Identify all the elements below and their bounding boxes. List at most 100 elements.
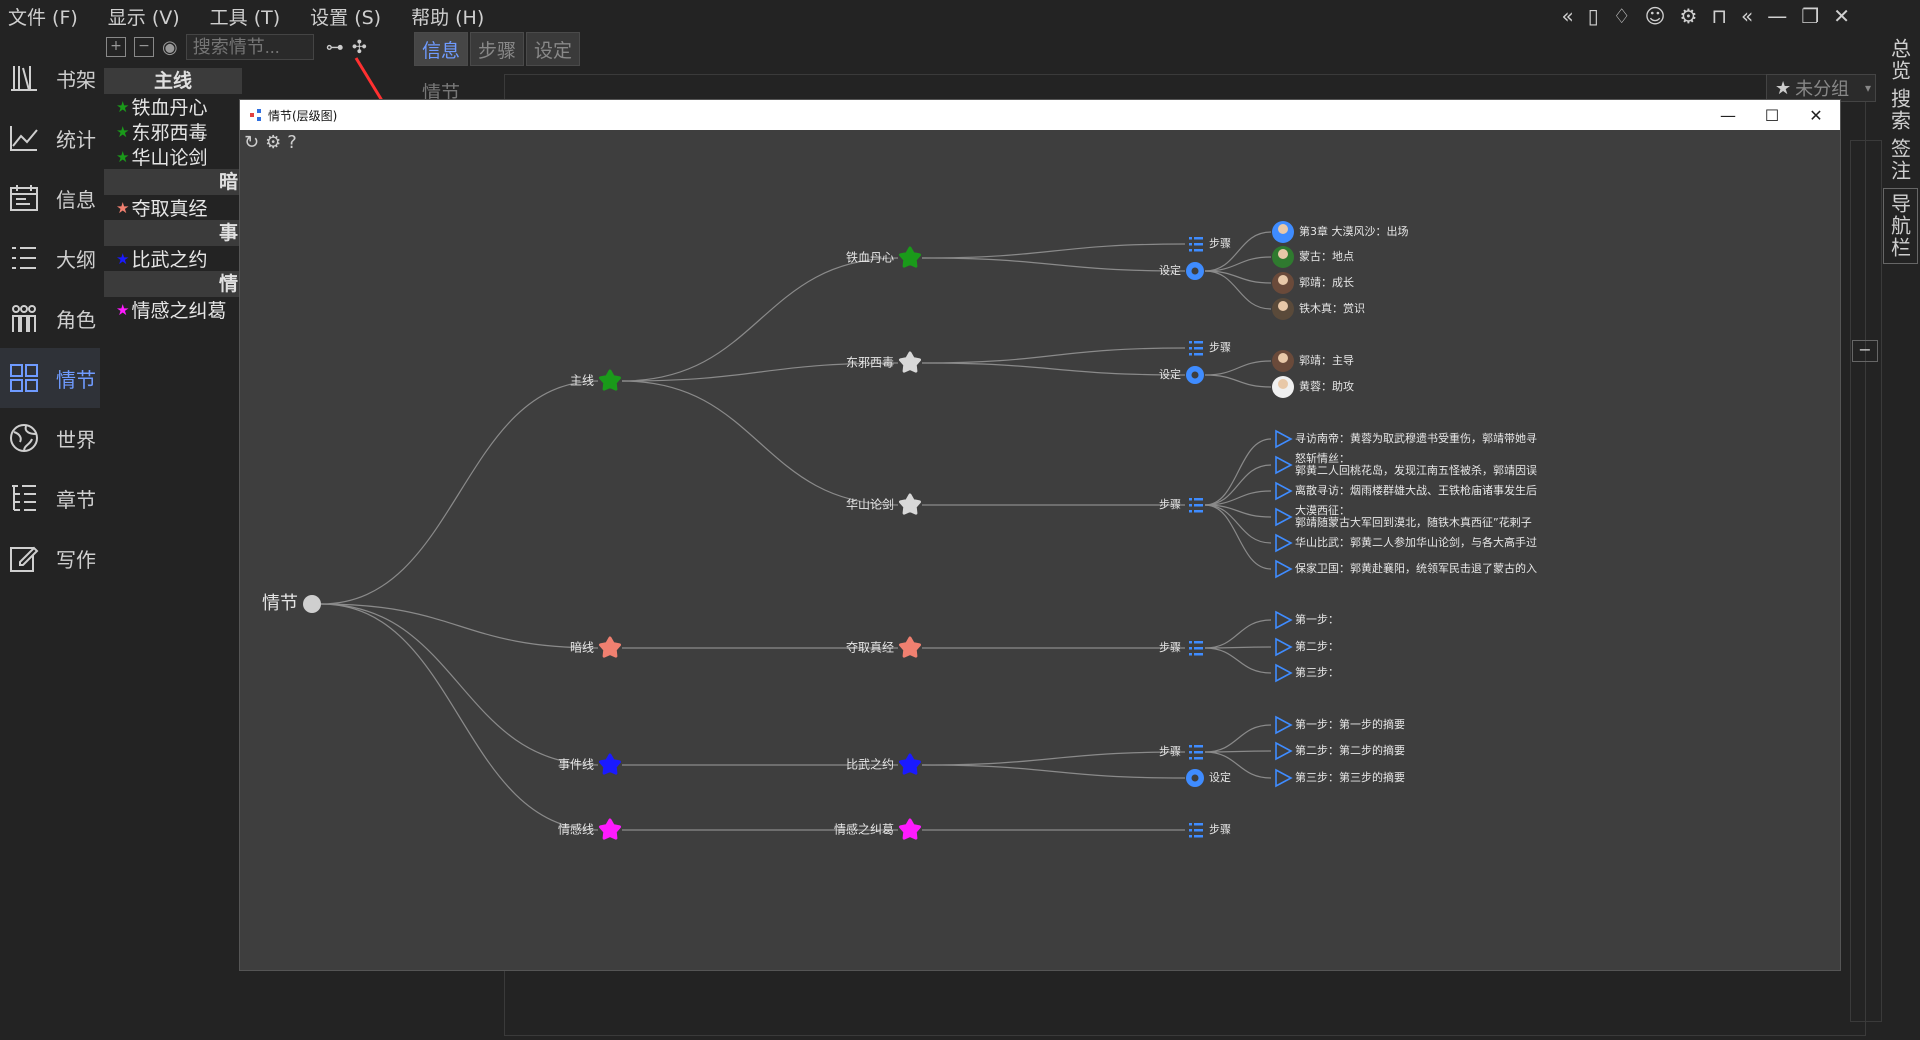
nav-chapters[interactable]: 章节	[0, 468, 100, 528]
leaf-label: 郭靖随蒙古大军回到漠北，随铁木真西征”花剌子	[1295, 515, 1532, 529]
graph-edge	[1204, 490, 1272, 506]
tree-item[interactable]: ★铁血丹心	[104, 94, 242, 119]
maximize-icon[interactable]: ☐	[1764, 105, 1780, 125]
graph-edge	[921, 764, 1186, 779]
menu-help[interactable]: 帮助 (H)	[411, 6, 485, 29]
line-node-label: 主线	[570, 374, 594, 388]
nav-stats[interactable]: 统计	[0, 108, 100, 168]
left-nav: 书架 统计 信息 大纲 角色 情节 世界 章节 写作	[0, 48, 100, 588]
close-icon[interactable]: ✕	[1809, 105, 1823, 125]
steps-icon	[1189, 504, 1192, 507]
leaf-label: 蒙古：地点	[1299, 250, 1354, 263]
nav-write[interactable]: 写作	[0, 528, 100, 588]
tree-item[interactable]: ★夺取真经	[104, 195, 242, 220]
tree-header-event[interactable]: 事	[104, 220, 242, 246]
bookshelf-icon	[6, 60, 42, 96]
plot-node-label: 东邪西毒	[846, 356, 894, 370]
step-leaf-icon	[1275, 481, 1293, 501]
right-tab-search[interactable]: 搜索	[1887, 88, 1912, 132]
refresh-icon[interactable]: ↻	[244, 132, 260, 153]
tab-steps[interactable]: 步骤	[470, 32, 524, 66]
hierarchy-graph[interactable]: 情节主线暗线事件线情感线铁血丹心东邪西毒华山论剑夺取真经比武之约情感之纠葛第3章…	[240, 130, 1840, 970]
steps-icon	[1189, 347, 1192, 350]
nav-label: 信息	[56, 187, 96, 212]
tab-settings[interactable]: 设定	[526, 32, 580, 66]
menu-file[interactable]: 文件 (F)	[8, 6, 78, 29]
menu-settings[interactable]: 设置 (S)	[310, 6, 382, 29]
tree-item[interactable]: ★华山论剑	[104, 144, 242, 169]
help-icon[interactable]: ?	[287, 132, 297, 153]
nav-characters[interactable]: 角色	[0, 288, 100, 348]
hierarchy-icon	[250, 109, 261, 121]
step-leaf-icon	[1275, 715, 1293, 735]
group-select[interactable]: ★ 未分组 ▾	[1766, 74, 1876, 102]
hierarchy-icon[interactable]: ⊶	[325, 36, 344, 58]
phone-icon[interactable]: ▯	[1587, 4, 1599, 28]
nav-info[interactable]: 信息	[0, 168, 100, 228]
right-tab-navbar[interactable]: 导航栏	[1882, 188, 1918, 264]
nav-plot[interactable]: 情节	[0, 348, 100, 408]
leaf-label: 第一步：第一步的摘要	[1295, 717, 1405, 731]
menu-view[interactable]: 显示 (V)	[107, 6, 180, 29]
star-node-icon	[599, 818, 621, 840]
minimize-icon[interactable]: —	[1767, 4, 1788, 28]
edit-icon	[6, 540, 42, 576]
tree-header-emotion[interactable]: 情	[104, 271, 242, 297]
graph-edge	[921, 243, 1186, 259]
line-node-label: 事件线	[558, 758, 594, 772]
kind-label: 设定	[1159, 263, 1181, 277]
menu-tools[interactable]: 工具 (T)	[209, 6, 281, 29]
graph-edge	[320, 603, 599, 831]
user-icon[interactable]: ☺	[1644, 4, 1666, 28]
settings-icon	[1191, 371, 1199, 379]
minimize-icon[interactable]: —	[1720, 105, 1736, 125]
leaf-label: 第3章 大漠风沙：出场	[1299, 224, 1409, 238]
steps-icon	[1189, 510, 1192, 513]
collapse-left-icon[interactable]: «	[1561, 4, 1574, 28]
shirt-icon[interactable]: ♢	[1612, 4, 1631, 28]
gear-icon[interactable]: ⚙	[1679, 4, 1698, 28]
right-panel-border	[1850, 140, 1882, 1022]
star-icon: ★	[116, 122, 130, 141]
nav-outline[interactable]: 大纲	[0, 228, 100, 288]
settings-icon	[1191, 267, 1199, 275]
steps-icon	[1189, 341, 1192, 344]
tree-item[interactable]: ★东邪西毒	[104, 119, 242, 144]
restore-icon[interactable]: ❐	[1801, 4, 1820, 28]
network-icon[interactable]: ✣	[351, 36, 367, 58]
search-input[interactable]	[185, 34, 314, 60]
graph-edge	[921, 347, 1186, 364]
star-node-icon	[899, 351, 921, 373]
nav-label: 统计	[56, 127, 96, 152]
steps-icon	[1189, 641, 1192, 644]
tab-info[interactable]: 信息	[414, 32, 468, 66]
kind-label: 步骤	[1159, 745, 1181, 758]
graph-edge	[1204, 750, 1272, 753]
right-tab-notes[interactable]: 签注	[1887, 138, 1912, 182]
collapse-button[interactable]: −	[1852, 340, 1878, 362]
step-leaf-icon	[1275, 455, 1293, 475]
remove-icon[interactable]: −	[134, 37, 154, 57]
right-tab-overview[interactable]: 总览	[1887, 38, 1912, 82]
tree-header-dark[interactable]: 暗	[104, 169, 242, 195]
gear-icon[interactable]: ⚙	[265, 132, 282, 153]
graph-edge	[1204, 464, 1272, 506]
tree-item[interactable]: ★情感之纠葛	[104, 297, 242, 322]
lock-icon[interactable]: ⊓	[1711, 4, 1728, 28]
plot-toolbar: + − ◉ ⊶ ✣	[106, 34, 367, 60]
star-node-icon	[599, 636, 621, 658]
tree-item[interactable]: ★比武之约	[104, 246, 242, 271]
kind-label: 设定	[1159, 367, 1181, 381]
double-chevron-left-icon[interactable]: «	[1741, 4, 1754, 28]
list-icon	[6, 240, 42, 276]
nav-bookshelf[interactable]: 书架	[0, 48, 100, 108]
nav-world[interactable]: 世界	[0, 408, 100, 468]
eye-icon[interactable]: ◉	[162, 36, 178, 58]
steps-icon	[1194, 353, 1203, 356]
graph-edge	[1204, 231, 1272, 272]
steps-icon	[1189, 751, 1192, 754]
close-icon[interactable]: ✕	[1833, 4, 1850, 28]
add-icon[interactable]: +	[106, 37, 126, 57]
line-node-label: 情感线	[558, 822, 594, 837]
tree-header-main[interactable]: 主线	[104, 68, 242, 94]
